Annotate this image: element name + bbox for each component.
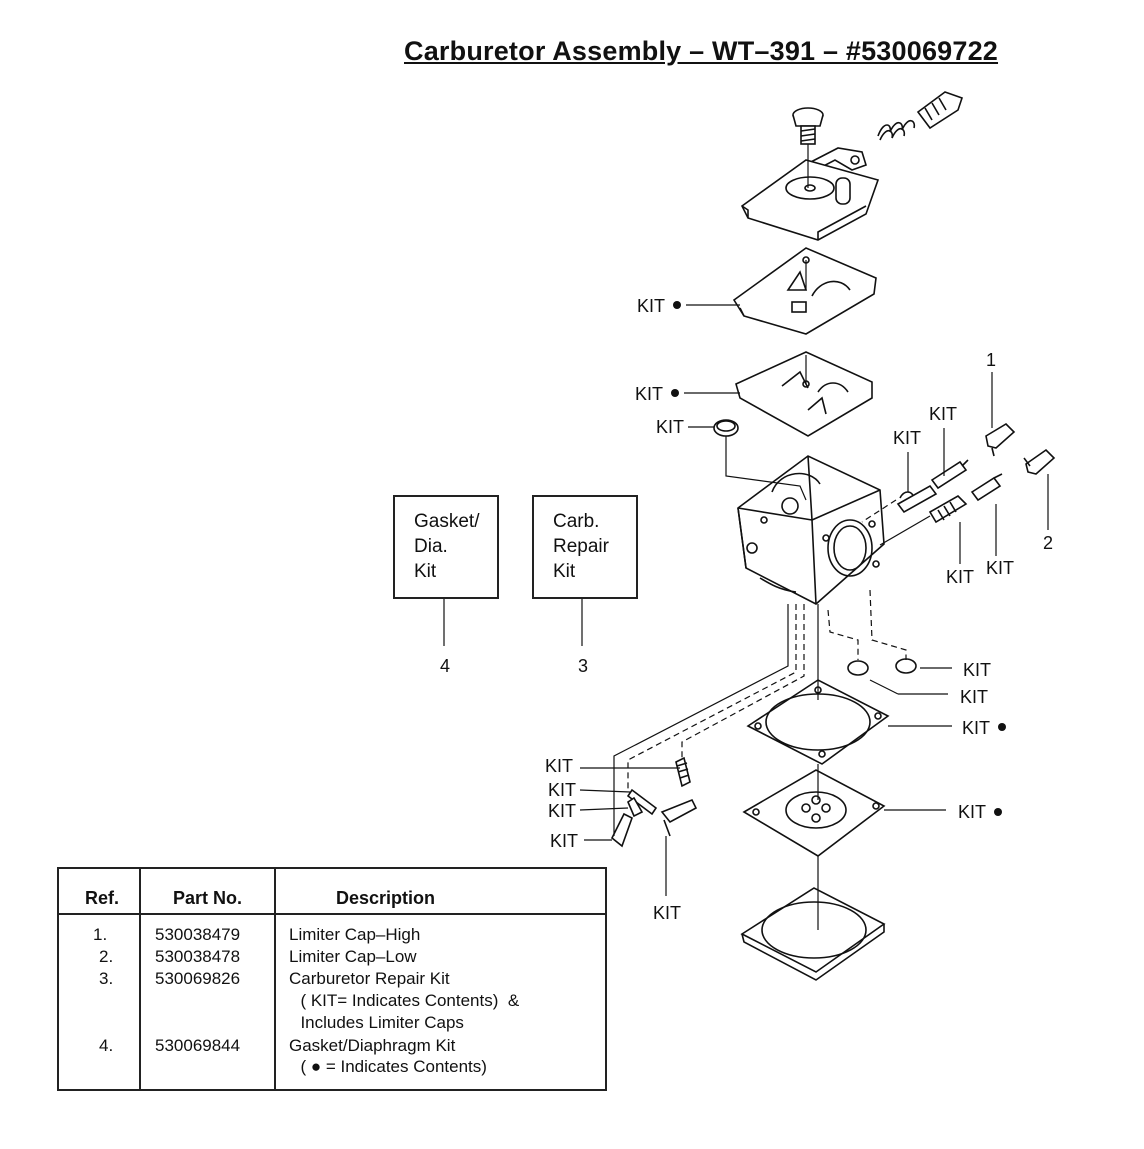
kit-label-needle: KIT — [550, 831, 578, 851]
parts-table: Ref. Part No. Description 1. 530038479 L… — [57, 867, 607, 1091]
ref-label-4: 4 — [440, 656, 450, 676]
gasket-kit-line-2: Dia. — [414, 536, 448, 557]
row-desc-note: Includes Limiter Caps — [291, 1013, 464, 1032]
metering-diaphragm — [742, 769, 886, 857]
row-desc: Limiter Cap–High — [289, 925, 421, 944]
kit-label-disc-a: KIT — [963, 660, 991, 680]
header-description: Description — [336, 888, 436, 908]
check-valve-discs — [847, 658, 917, 676]
page-title: Carburetor Assembly – WT–391 – #53006972… — [404, 36, 999, 66]
kit-label-pump-diaphragm: KIT — [635, 384, 663, 404]
cover-screw — [792, 107, 824, 145]
kit-label-inlet-screen: KIT — [656, 417, 684, 437]
kit-label-needle-d: KIT — [986, 558, 1014, 578]
repair-kit-line-3: Kit — [553, 561, 576, 582]
pump-cover — [740, 159, 880, 241]
row-desc: Limiter Cap–Low — [289, 947, 417, 966]
ref-label-3: 3 — [578, 656, 588, 676]
header-part-no: Part No. — [173, 888, 243, 908]
limiter-cap-low — [1023, 448, 1056, 475]
row-desc-note: ( KIT= Indicates Contents) & — [291, 991, 520, 1010]
metering-cover — [740, 887, 886, 981]
row-desc-note: ( ● = Indicates Contents) — [291, 1057, 487, 1076]
row-desc: Carburetor Repair Kit — [289, 969, 450, 988]
row-part: 530038478 — [155, 947, 241, 966]
kit-label-metering-gasket: KIT — [962, 718, 990, 738]
pump-gasket — [732, 247, 877, 335]
row-ref: 2. — [99, 947, 114, 966]
row-ref: 1. — [93, 925, 108, 944]
kit-label-screw: KIT — [548, 801, 576, 821]
limiter-cap-high — [985, 422, 1016, 457]
metering-gasket — [746, 679, 890, 765]
kit-label-needle-c: KIT — [946, 567, 974, 587]
ref-label-1: 1 — [986, 350, 996, 370]
metering-lever-parts — [610, 756, 698, 848]
repair-kit-box: Carb. Repair Kit — [532, 495, 638, 599]
kit-label-disc-b: KIT — [960, 687, 988, 707]
kit-label-metering-diaphragm: KIT — [958, 802, 986, 822]
header-ref: Ref. — [85, 888, 120, 908]
gasket-kit-box: Gasket/ Dia. Kit — [393, 495, 499, 599]
idle-screw — [877, 91, 964, 141]
mixture-needles — [896, 459, 1003, 524]
ref-label-2: 2 — [1043, 533, 1053, 553]
pump-diaphragm — [735, 351, 873, 437]
kit-label-needle-a: KIT — [893, 428, 921, 448]
row-part: 530069844 — [155, 1036, 241, 1055]
gasket-kit-line-3: Kit — [414, 561, 437, 582]
kit-label-pump-gasket: KIT — [637, 296, 665, 316]
repair-kit-line-2: Repair — [553, 536, 609, 557]
kit-label-pin: KIT — [548, 780, 576, 800]
row-ref: 3. — [99, 969, 114, 988]
inlet-screen — [713, 419, 739, 437]
row-desc: Gasket/Diaphragm Kit — [289, 1036, 456, 1055]
row-part: 530038479 — [155, 925, 241, 944]
kit-label-spring: KIT — [545, 756, 573, 776]
kit-label-needle-b: KIT — [929, 404, 957, 424]
repair-kit-line-1: Carb. — [553, 511, 600, 532]
kit-label-lever: KIT — [653, 903, 681, 923]
carburetor-body — [737, 455, 885, 605]
row-ref: 4. — [99, 1036, 114, 1055]
row-part: 530069826 — [155, 969, 241, 988]
gasket-kit-line-1: Gasket/ — [414, 511, 480, 532]
